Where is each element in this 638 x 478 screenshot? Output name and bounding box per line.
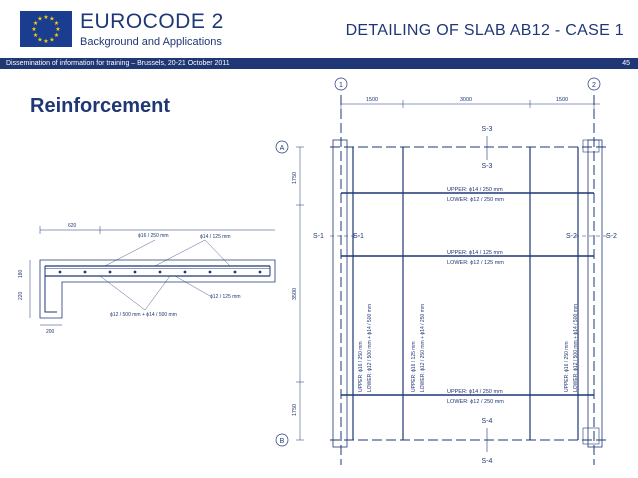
slab-section-outline (39, 259, 276, 319)
end-hook (44, 266, 57, 313)
svg-text:★: ★ (31, 26, 36, 33)
svg-text:★: ★ (43, 38, 48, 45)
svg-text:★: ★ (37, 36, 42, 43)
svg-text:★: ★ (54, 32, 59, 39)
section-s2-right: S-2 (606, 233, 617, 240)
span-mid: 3000 (460, 97, 472, 103)
section-heading: Reinforcement (30, 95, 171, 117)
top-bar2-label: ϕ14 / 125 mm (200, 234, 231, 240)
grid-label-1: 1 (339, 82, 343, 89)
bottom-note: ϕ12 / 500 mm + ϕ14 / 500 mm (110, 312, 177, 318)
slide-header: ★★★ ★★★ ★★★ ★★★ EUROCODE 2 Background an… (0, 0, 638, 56)
band1-upper: UPPER: ϕ14 / 250 mm (447, 187, 503, 193)
svg-text:★: ★ (54, 20, 59, 27)
dim-1750-top: 1750 (292, 172, 298, 184)
bottom-bar-label: ϕ12 / 125 mm (210, 294, 241, 300)
grid-label-A: A (280, 145, 285, 152)
dim-3500: 3500 (292, 288, 298, 300)
band2-upper: UPPER: ϕ14 / 125 mm (447, 250, 503, 256)
v1-lower: LOWER: ϕ12 / 500 mm + ϕ14 / 500 mm (367, 304, 373, 392)
v1-upper: UPPER: ϕ16 / 250 mm (358, 341, 364, 392)
app-subtitle: Background and Applications (80, 36, 222, 48)
section-s4-bottom: S-4 (482, 458, 493, 465)
svg-text:★: ★ (49, 16, 54, 23)
dim-1750-bottom: 1750 (292, 404, 298, 416)
svg-text:★: ★ (33, 20, 38, 27)
section-s1-left: S-1 (313, 233, 324, 240)
grid-bubble-2 (587, 77, 601, 91)
dim-220: 220 (18, 291, 24, 300)
band1-lower: LOWER: ϕ12 / 250 mm (447, 197, 504, 203)
dim-620: 620 (68, 223, 77, 229)
span-right: 1500 (556, 97, 568, 103)
section-s4-top: S-4 (482, 418, 493, 425)
info-band: Dissemination of information for trainin… (0, 58, 638, 69)
eu-flag-logo: ★★★ ★★★ ★★★ ★★★ (20, 11, 72, 47)
section-s2-left: S-2 (566, 233, 577, 240)
dim-200: 200 (46, 329, 55, 335)
page-number: 45 (622, 60, 630, 67)
svg-text:★: ★ (43, 14, 48, 21)
v3-lower: LOWER: ϕ12 / 500 mm + ϕ14 / 500 mm (573, 304, 579, 392)
eu-stars-icon: ★★★ ★★★ ★★★ ★★★ (31, 14, 60, 45)
section-s3-top: S-3 (482, 126, 493, 133)
band2-lower: LOWER: ϕ12 / 125 mm (447, 260, 504, 266)
grid-bubble-A (275, 140, 289, 154)
v2-upper: UPPER: ϕ16 / 125 mm (411, 341, 417, 392)
svg-text:★: ★ (37, 16, 42, 23)
section-s1-right: S-1 (353, 233, 364, 240)
svg-text:★: ★ (55, 26, 60, 33)
svg-text:★: ★ (49, 36, 54, 43)
dim-180: 180 (18, 269, 24, 278)
grid-bubble-B (275, 433, 289, 447)
rebar-dots (58, 270, 262, 274)
top-bar-label: ϕ16 / 250 mm (138, 233, 169, 239)
span-left: 1500 (366, 97, 378, 103)
band3-upper: UPPER: ϕ14 / 250 mm (447, 389, 503, 395)
v2-lower: LOWER: ϕ12 / 250 mm + ϕ14 / 250 mm (420, 304, 426, 392)
band3-lower: LOWER: ϕ12 / 250 mm (447, 399, 504, 405)
app-title: EUROCODE 2 (80, 10, 224, 33)
slide-title: DETAILING OF SLAB AB12 - CASE 1 (345, 22, 624, 39)
grid-label-B: B (280, 438, 285, 445)
svg-text:★: ★ (33, 32, 38, 39)
section-s3-bottom: S-3 (482, 163, 493, 170)
grid-label-2: 2 (592, 82, 596, 89)
grid-bubble-1 (334, 77, 348, 91)
event-info: Dissemination of information for trainin… (6, 60, 230, 67)
v3-upper: UPPER: ϕ16 / 250 mm (564, 341, 570, 392)
